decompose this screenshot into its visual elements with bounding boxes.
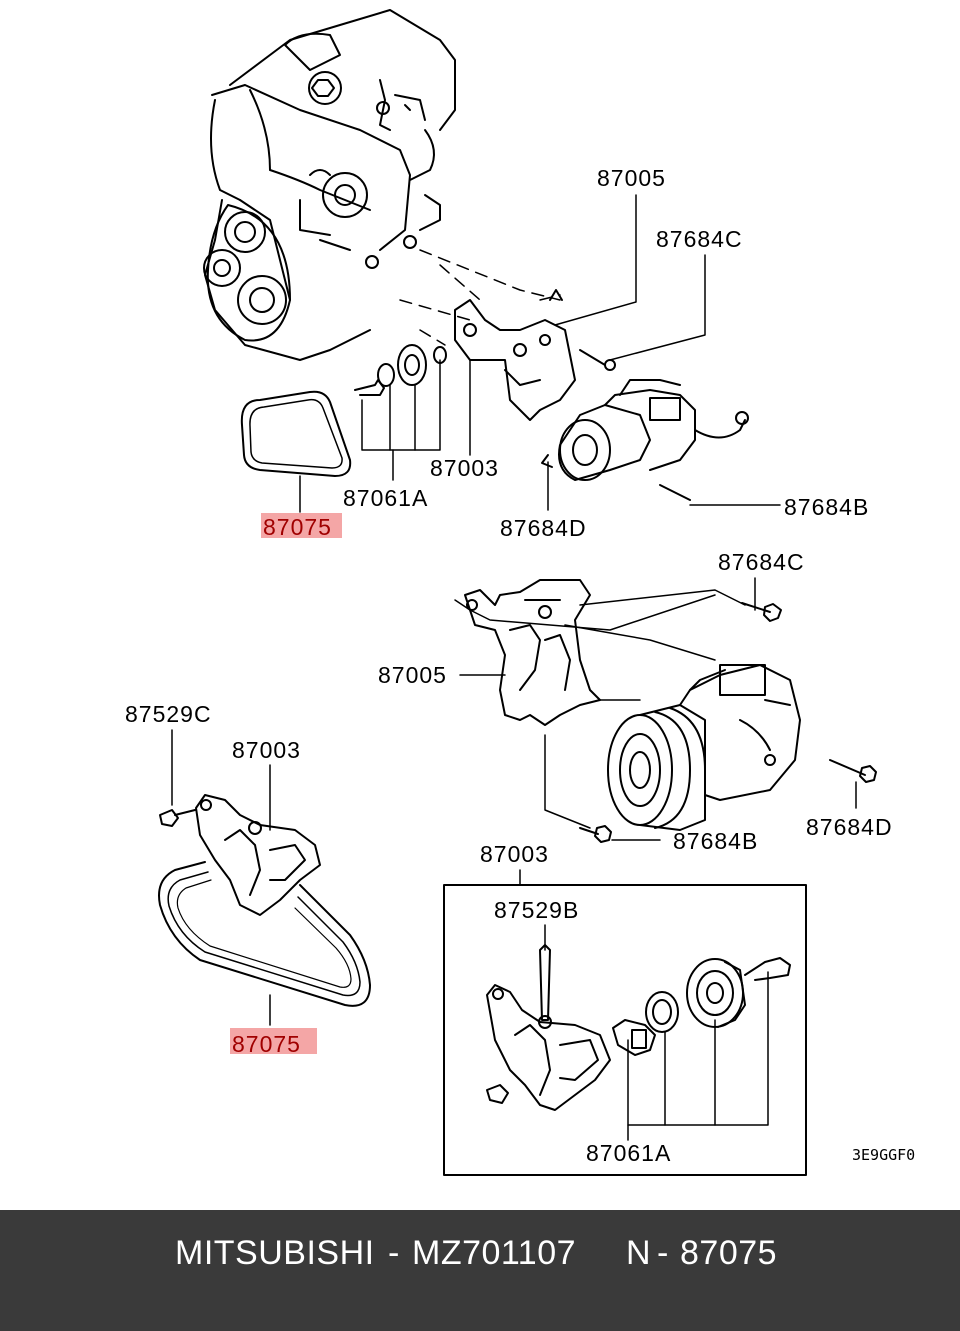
parts-diagram: 87005 87684C 87003 87061A 87684D 87684B … <box>125 9 915 1176</box>
label-87005-middle: 87005 <box>378 662 447 688</box>
assembly-lines-top <box>399 249 561 346</box>
middle-bracket-drawing <box>464 579 601 726</box>
label-87061a-top: 87061A <box>343 485 428 511</box>
label-87684b-top: 87684B <box>784 494 869 520</box>
footer-bar: MITSUBISHI - MZ701107 N - 87075 <box>0 1210 960 1331</box>
label-87075-top-highlighted[interactable]: 87075 <box>263 514 332 540</box>
drawing-code: 3E9GGF0 <box>852 1146 915 1164</box>
label-87061a-inset: 87061A <box>586 1140 671 1166</box>
inset-callout-leaders <box>519 869 769 1141</box>
label-87003-middle: 87003 <box>232 737 301 763</box>
label-87003-inset: 87003 <box>480 841 549 867</box>
bottom-left-callout-leaders <box>171 729 271 1026</box>
top-tensioner-parts-drawing <box>354 344 447 396</box>
top-callout-leaders <box>299 194 781 513</box>
label-87005-top: 87005 <box>597 165 666 191</box>
label-87684c-top: 87684C <box>656 226 743 252</box>
label-87684b-middle: 87684B <box>673 828 758 854</box>
inset-pulley-parts-drawing <box>612 957 791 1056</box>
inset-box <box>443 884 807 1176</box>
bottom-left-tensioner-drawing <box>159 794 321 916</box>
label-87684d-middle: 87684D <box>806 814 893 840</box>
highlight-box-bottom-87075 <box>230 1028 317 1054</box>
middle-bolts-drawing <box>579 602 877 843</box>
label-87075-bottom-highlighted[interactable]: 87075 <box>232 1031 301 1057</box>
top-drive-belt-drawing <box>240 390 352 477</box>
highlight-box-top-87075 <box>261 513 342 538</box>
bottom-left-belt-drawing <box>158 861 371 1007</box>
middle-callout-leaders <box>611 577 857 841</box>
footer-separator-2: - <box>657 1234 669 1272</box>
footer-n-label: N <box>626 1234 652 1272</box>
label-87003-top: 87003 <box>430 455 499 481</box>
middle-assembly-lines <box>454 589 746 829</box>
footer-brand: MITSUBISHI <box>175 1234 375 1272</box>
label-87529c: 87529C <box>125 701 212 727</box>
label-87684c-middle: 87684C <box>718 549 805 575</box>
label-87529b: 87529B <box>494 897 579 923</box>
footer-callout: 87075 <box>680 1234 778 1272</box>
label-87684d-top: 87684D <box>500 515 587 541</box>
footer-part-number: MZ701107 <box>412 1234 577 1272</box>
engine-block-drawing <box>203 9 456 361</box>
middle-compressor-drawing <box>607 664 801 831</box>
inset-tensioner-drawing <box>486 944 611 1111</box>
top-bracket-compressor-drawing <box>454 289 749 501</box>
footer-separator-1: - <box>388 1234 400 1272</box>
